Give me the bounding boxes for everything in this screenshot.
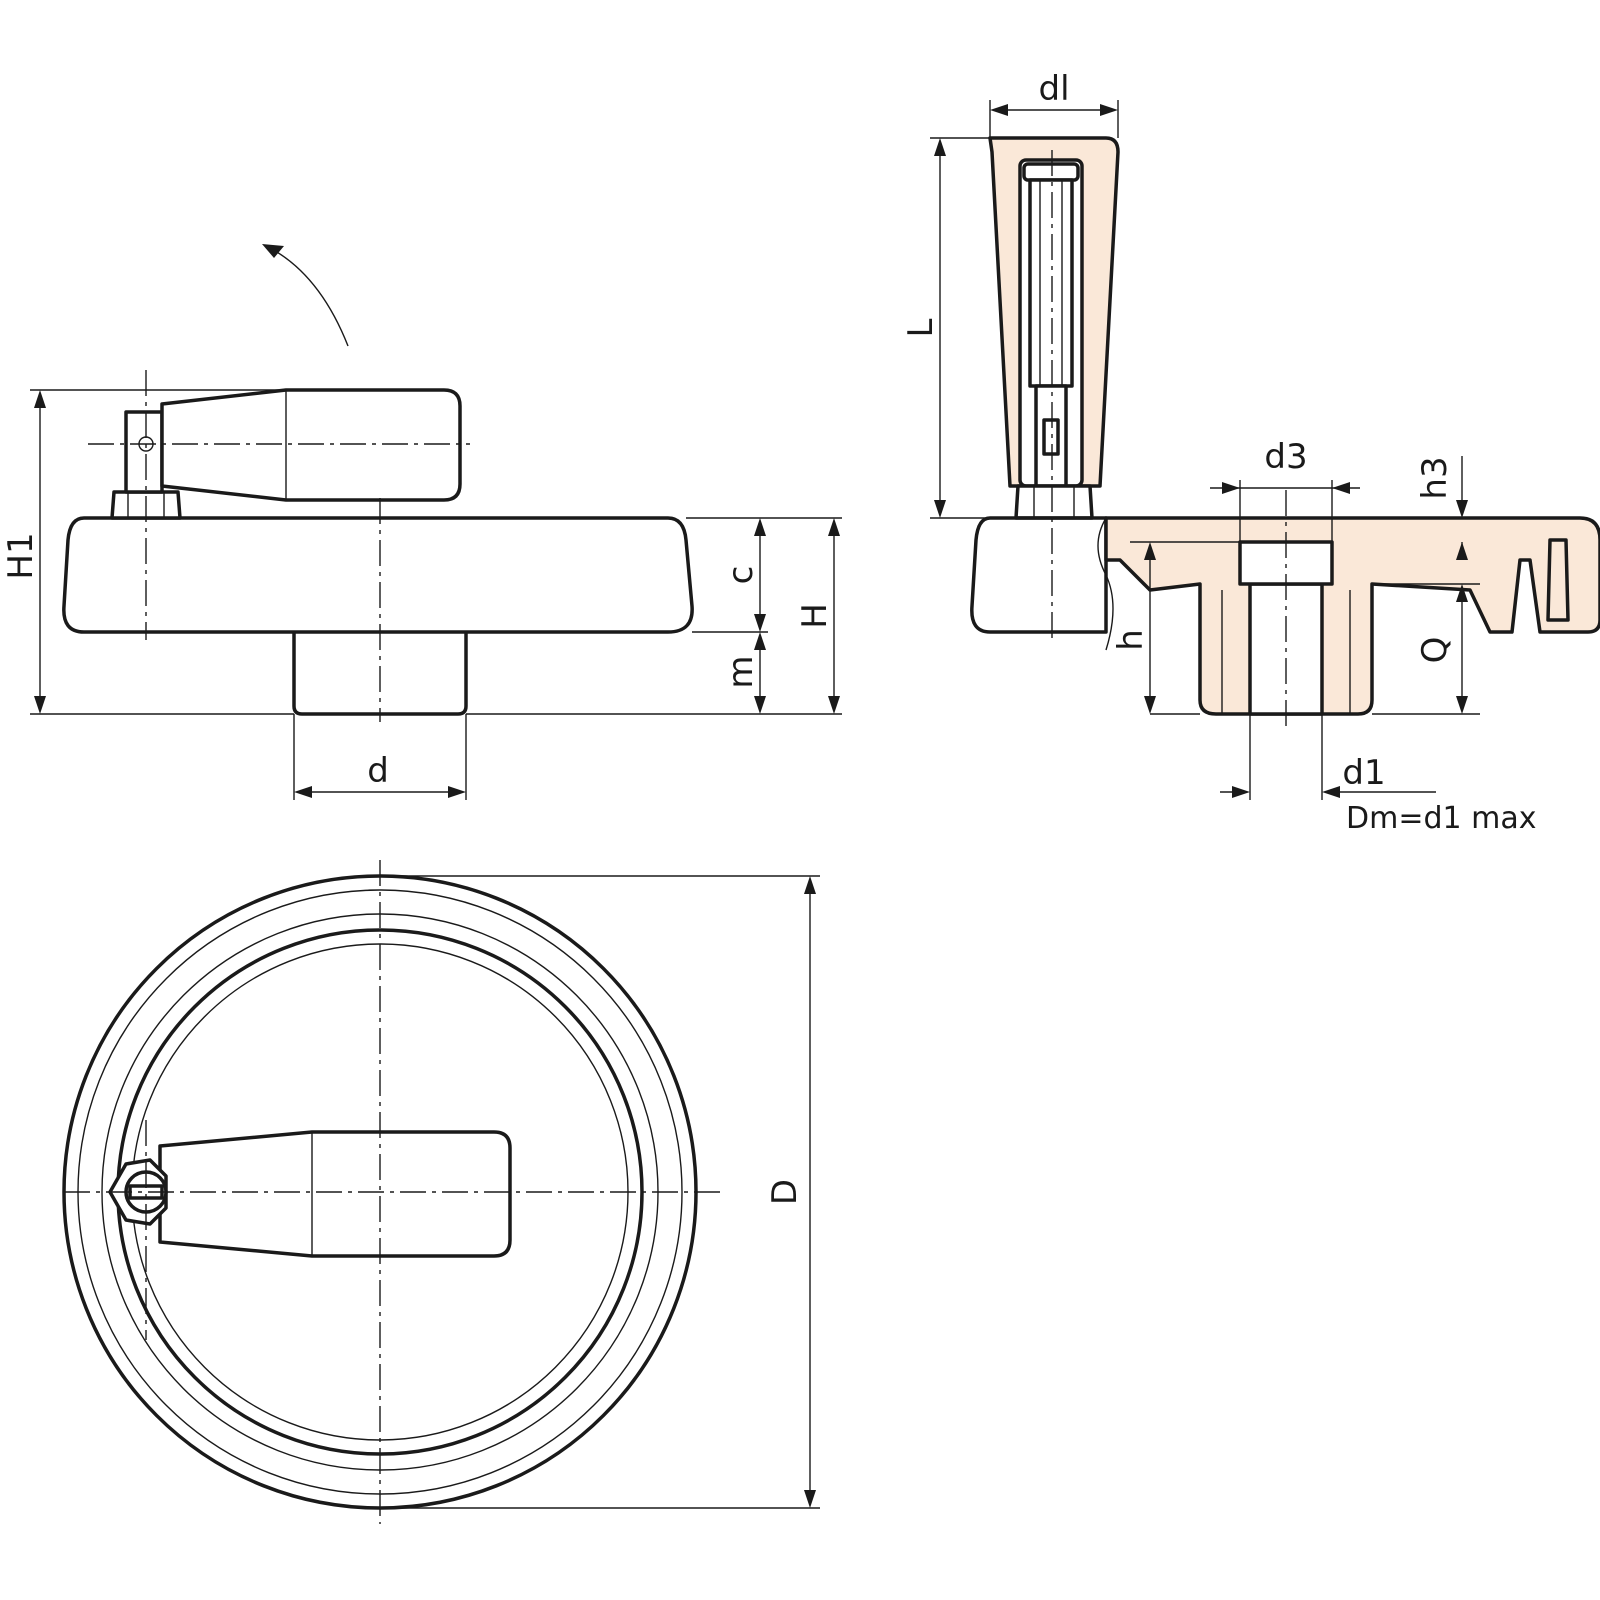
label-D: D <box>765 1179 805 1205</box>
side-wheel-rim <box>62 516 694 634</box>
label-Q: Q <box>1415 637 1455 664</box>
label-d: d <box>367 751 389 791</box>
side-handle <box>160 388 462 502</box>
label-H1: H1 <box>1 532 41 579</box>
label-dl: dl <box>1038 69 1069 109</box>
top-handle <box>158 1130 512 1258</box>
label-H: H <box>795 603 835 629</box>
section-view: dl L d3 h3 h Q d1 Dm=d1 max <box>901 69 1600 836</box>
label-h: h <box>1111 629 1151 651</box>
label-d3: d3 <box>1264 437 1307 477</box>
note-dm: Dm=d1 max <box>1346 801 1537 836</box>
section-wheel-body <box>1104 516 1600 716</box>
label-c: c <box>721 566 761 585</box>
top-view: D <box>62 860 820 1524</box>
side-pivot-block <box>124 410 164 494</box>
rotation-arrow-icon <box>262 244 349 347</box>
label-h3: h3 <box>1415 456 1455 499</box>
label-L: L <box>901 318 941 337</box>
label-d1: d1 <box>1342 753 1385 793</box>
section-nut <box>1014 484 1094 520</box>
label-m: m <box>721 655 761 688</box>
side-view: H1 c m H d <box>1 244 842 800</box>
section-wheel-outer <box>970 516 1108 634</box>
